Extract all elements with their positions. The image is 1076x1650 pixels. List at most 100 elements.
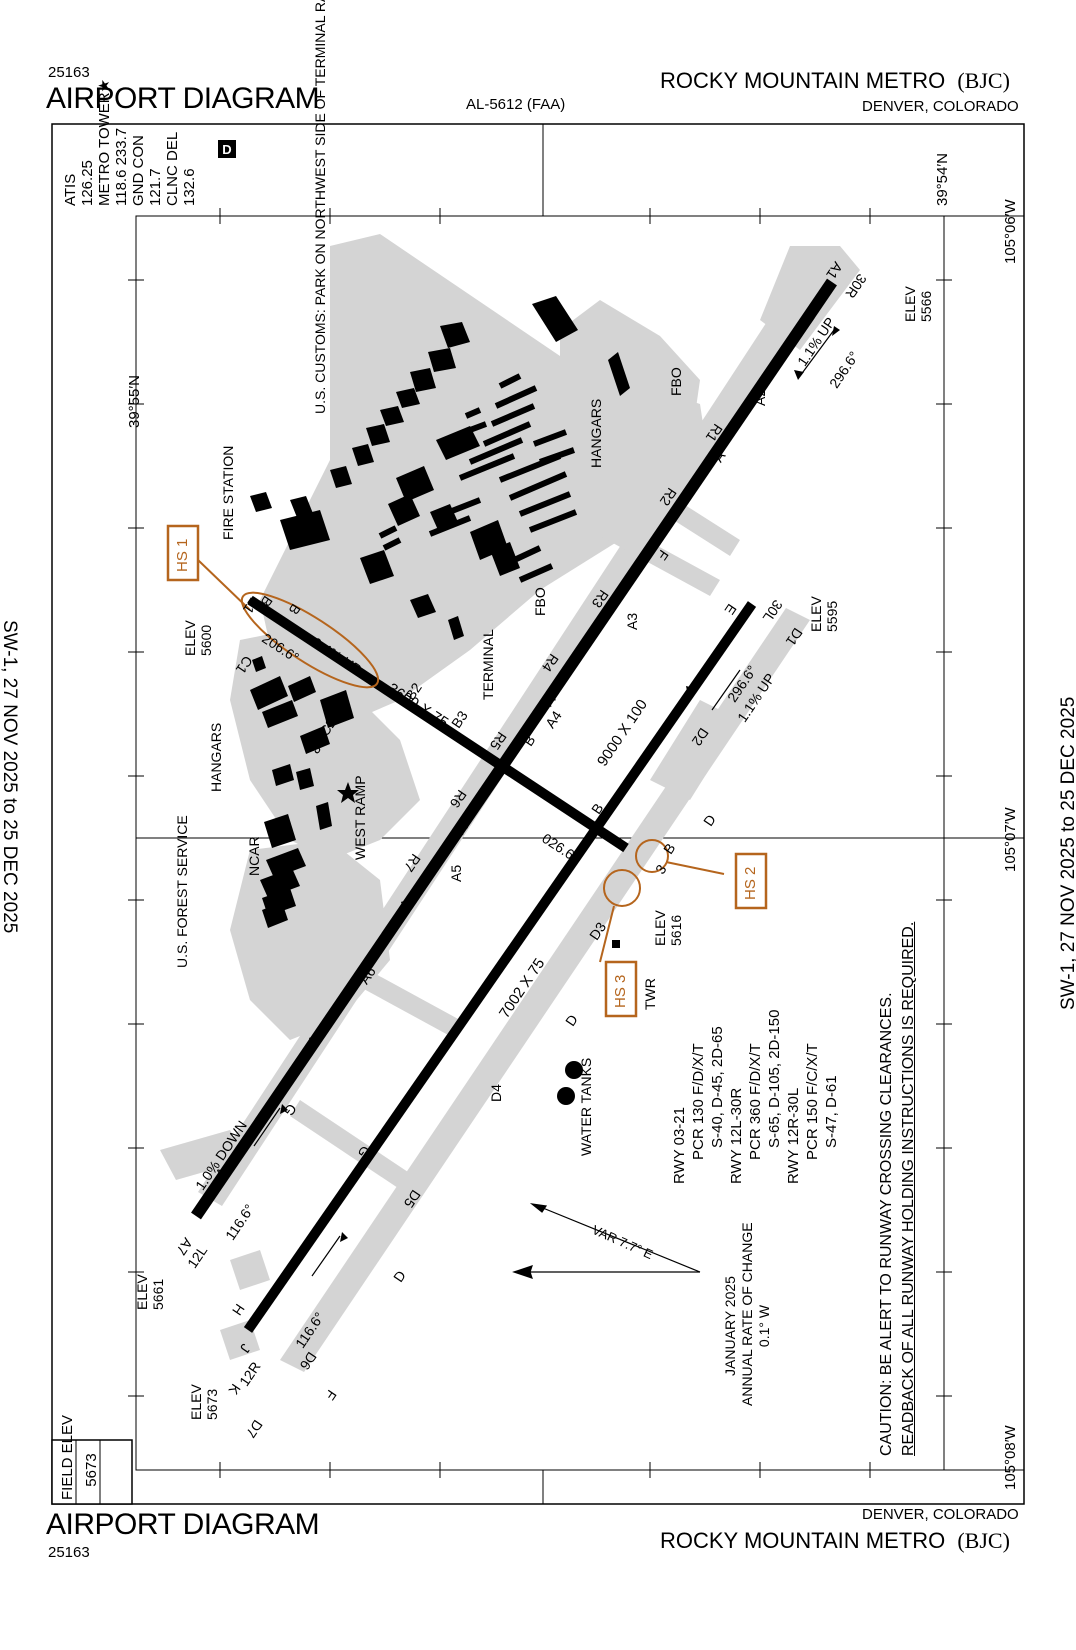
taxiway-D4: D4 bbox=[488, 1084, 504, 1102]
lon-label-mid: 105°07′W bbox=[1002, 807, 1019, 872]
title-top: AIRPORT DIAGRAM bbox=[46, 82, 320, 115]
fire-station-label: FIRE STATION bbox=[220, 445, 236, 540]
ncar-label: NCAR bbox=[246, 836, 262, 876]
airport-name-bottom: ROCKY MOUNTAIN METRO (BJC) bbox=[660, 1528, 1010, 1554]
magvar-roc-value: 0.1° W bbox=[756, 1304, 772, 1348]
elev-30R-value: 5566 bbox=[918, 290, 934, 322]
hangars-label-east: HANGARS bbox=[588, 398, 604, 468]
hotspot-hs3-circle bbox=[603, 869, 641, 907]
elev-21-value: 5600 bbox=[198, 624, 214, 656]
graticule bbox=[136, 124, 1024, 1504]
field-elev-box: FIELD ELEV 5673 bbox=[56, 1414, 104, 1500]
pcr-rwy-12L30R-value: PCR 360 F/D/X/T bbox=[747, 1043, 764, 1160]
airport-name: ROCKY MOUNTAIN METRO bbox=[660, 68, 946, 93]
elev-label: ELEV bbox=[902, 286, 918, 322]
pcr-rwy-12R30L-value: PCR 150 F/C/X/T bbox=[804, 1043, 821, 1160]
hotspot-hs3-label[interactable]: HS 3 bbox=[612, 974, 629, 1008]
doc-id: AL-5612 (FAA) bbox=[466, 96, 566, 113]
elev-21: ELEV 5600 bbox=[182, 620, 214, 656]
tick-marks bbox=[128, 208, 952, 1478]
elev-label: ELEV bbox=[808, 596, 824, 632]
volume-number-top: 25163 bbox=[48, 64, 90, 81]
title-bottom: AIRPORT DIAGRAM bbox=[46, 1508, 320, 1541]
caution-note: CAUTION: BE ALERT TO RUNWAY CROSSING CLE… bbox=[876, 922, 920, 1456]
elev-3: ELEV 5616 bbox=[652, 910, 684, 946]
star-icon bbox=[337, 782, 359, 803]
tower-freq: 118.6 233.7 bbox=[113, 127, 130, 206]
magvar-roc-label: ANNUAL RATE OF CHANGE bbox=[739, 1222, 755, 1406]
hotspot-hs2-circle bbox=[635, 839, 669, 873]
elev-label: ELEV bbox=[182, 620, 198, 656]
pcr-rwy-0321-value: PCR 130 F/D/X/T bbox=[690, 1043, 707, 1160]
elev-12R-value: 5673 bbox=[204, 1388, 220, 1420]
city-bottom: DENVER, COLORADO bbox=[862, 1506, 1019, 1523]
magnetic-variation-arrows bbox=[512, 1203, 701, 1279]
elev-12L-value: 5661 bbox=[150, 1278, 166, 1310]
frequency-block: ATIS 126.25 METRO TOWER★ 118.6 233.7 GND… bbox=[62, 79, 198, 206]
elev-label: ELEV bbox=[188, 1384, 204, 1420]
clnc-freq: 132.6 bbox=[181, 168, 198, 206]
atis-freq: 126.25 bbox=[79, 160, 96, 206]
west-ramp-label: WEST RAMP bbox=[352, 775, 368, 860]
airport-name-top: ROCKY MOUNTAIN METRO (BJC) bbox=[660, 68, 1010, 94]
hangars-label-west: HANGARS bbox=[208, 722, 224, 792]
airport-ident: (BJC) bbox=[957, 68, 1010, 93]
forest-service-label: U.S. FOREST SERVICE bbox=[174, 815, 190, 968]
field-elev-label: FIELD ELEV bbox=[59, 1414, 76, 1500]
gnd-label: GND CON bbox=[130, 135, 147, 206]
elev-12L: ELEV 5661 bbox=[134, 1274, 166, 1310]
elev-30L-value: 5595 bbox=[824, 600, 840, 632]
taxiway-A2: A2 bbox=[752, 388, 768, 406]
direction-arrows bbox=[253, 317, 835, 1277]
terminal-label: TERMINAL bbox=[480, 629, 496, 700]
clnc-label: CLNC DEL bbox=[164, 131, 181, 206]
magvar-epoch: JANUARY 2025 bbox=[722, 1276, 738, 1376]
elev-30R: ELEV 5566 bbox=[902, 286, 934, 322]
runways bbox=[191, 278, 837, 1333]
caution-line-2: READBACK OF ALL RUNWAY HOLDING INSTRUCTI… bbox=[900, 921, 917, 1456]
gnd-freq: 121.7 bbox=[147, 168, 164, 206]
hotspots bbox=[197, 559, 725, 963]
lat-label-top: 39°54′N bbox=[934, 152, 951, 206]
volume-number-bottom: 25163 bbox=[48, 1544, 90, 1561]
tower-label: METRO TOWER★ bbox=[96, 78, 113, 206]
water-tanks-icon bbox=[557, 1061, 583, 1105]
runway-12R-30L bbox=[243, 601, 757, 1333]
atis-label: ATIS bbox=[62, 173, 79, 206]
pcr-rwy-0321-name: RWY 03-21 bbox=[671, 1107, 688, 1184]
hotspot-hs1-label[interactable]: HS 1 bbox=[174, 538, 191, 572]
airspace-class-badge: D bbox=[222, 142, 231, 157]
city-top: DENVER, COLORADO bbox=[862, 98, 1019, 115]
elev-3-value: 5616 bbox=[668, 914, 684, 946]
hotspot-hs2-label[interactable]: HS 2 bbox=[742, 866, 759, 900]
elev-label: ELEV bbox=[652, 910, 668, 946]
pcr-rwy-12L30R-name: RWY 12L-30R bbox=[728, 1087, 745, 1184]
runway-03-21 bbox=[247, 595, 629, 853]
water-tanks-label: WATER TANKS bbox=[578, 1057, 594, 1156]
pcr-rwy-12R30L-sub: S-47, D-61 bbox=[823, 1075, 840, 1148]
taxiway-A3: A3 bbox=[624, 612, 640, 630]
airport-name: ROCKY MOUNTAIN METRO bbox=[660, 1528, 946, 1553]
hotspot-boxes bbox=[166, 524, 768, 1018]
hotspot-hs1-ellipse bbox=[240, 591, 380, 689]
lon-label-top: 105°06′W bbox=[1002, 199, 1019, 264]
twr-label: TWR bbox=[642, 978, 658, 1010]
magvar-info: JANUARY 2025 ANNUAL RATE OF CHANGE 0.1° … bbox=[722, 1222, 773, 1406]
hangar-rows bbox=[378, 373, 578, 583]
caution-line-1: CAUTION: BE ALERT TO RUNWAY CROSSING CLE… bbox=[878, 992, 895, 1456]
taxiway-A5: A5 bbox=[448, 864, 464, 882]
customs-note: U.S. CUSTOMS: PARK ON NORTHWEST SIDE OF … bbox=[312, 0, 328, 414]
airport-ident: (BJC) bbox=[957, 1528, 1010, 1553]
elev-label: ELEV bbox=[134, 1274, 150, 1310]
lon-label-bottom: 105°08′W bbox=[1002, 1425, 1019, 1490]
pcr-block: RWY 03-21 PCR 130 F/D/X/T S-40, D-45, 2D… bbox=[670, 1010, 841, 1184]
fbo-label-east: FBO bbox=[668, 367, 684, 396]
pcr-rwy-0321-sub: S-40, D-45, 2D-65 bbox=[709, 1026, 726, 1148]
pcr-rwy-12R30L-name: RWY 12R-30L bbox=[785, 1087, 802, 1184]
field-elev-value: 5673 bbox=[83, 1453, 100, 1487]
pcr-rwy-12L30R-sub: S-65, D-105, 2D-150 bbox=[766, 1009, 783, 1148]
buildings bbox=[250, 296, 630, 948]
fbo-label-terminal: FBO bbox=[532, 587, 548, 616]
elev-12R: ELEV 5673 bbox=[188, 1384, 220, 1420]
